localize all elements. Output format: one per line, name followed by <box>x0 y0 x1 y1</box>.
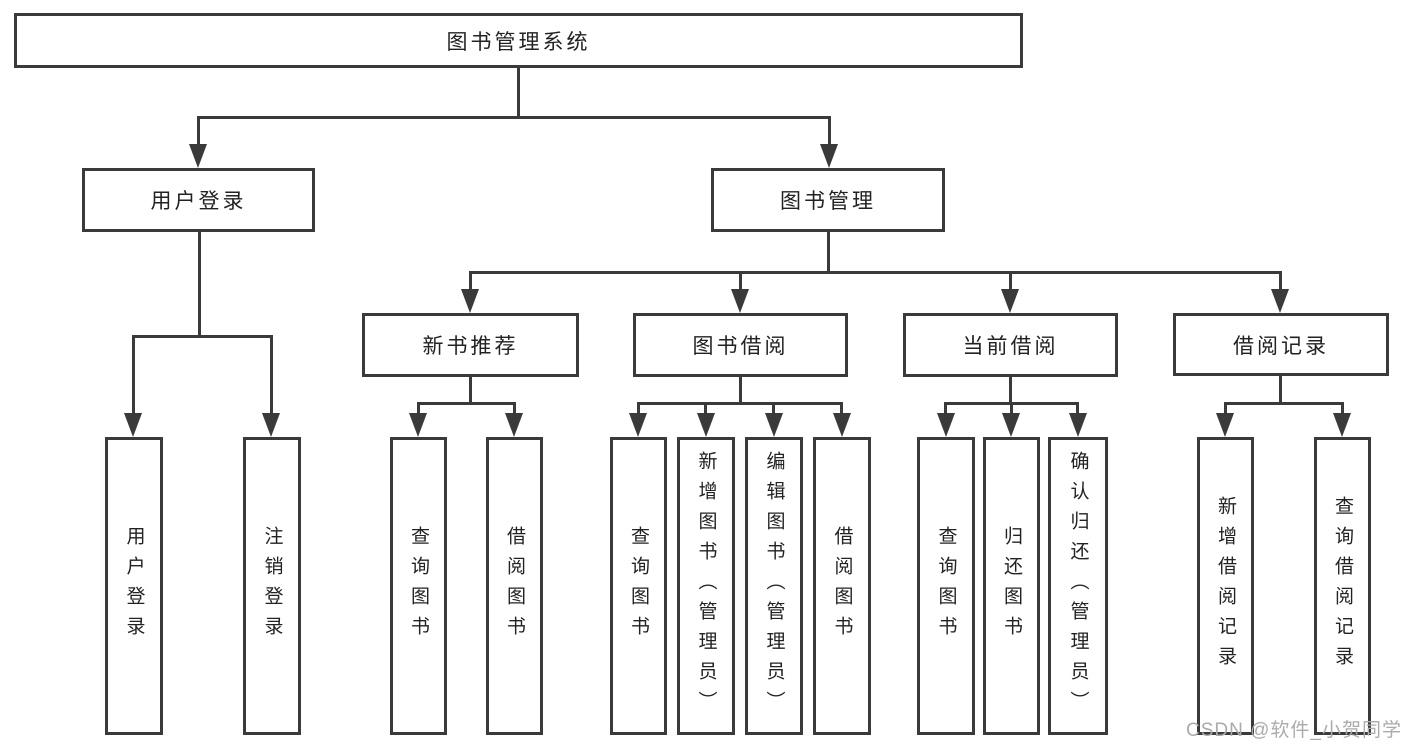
connector-newbook-hline <box>417 402 516 405</box>
leaf-cb-confirm-return-admin: 确认归还（管理员） <box>1048 437 1108 735</box>
node-book-borrowing: 图书借阅 <box>633 313 848 377</box>
node-current-borrowing: 当前借阅 <box>903 313 1118 377</box>
arrow-down <box>629 413 647 437</box>
connector-shaft <box>1009 271 1012 293</box>
leaf-logout: 注销登录 <box>243 437 301 735</box>
connector-newbook-vline <box>469 376 472 405</box>
connector-bookmgmt-vline <box>827 232 830 274</box>
connector-shaft <box>1076 402 1079 416</box>
leaf-cb-return-books: 归还图书 <box>983 437 1040 735</box>
connector-borrowrecord-hline <box>1224 402 1344 405</box>
connector-shaft <box>469 271 472 293</box>
arrow-down <box>697 413 715 437</box>
connector-currentborrow-vline <box>1009 376 1012 405</box>
node-book-management: 图书管理 <box>711 168 945 232</box>
leaf-nb-borrow-books: 借阅图书 <box>486 437 543 735</box>
connector-bookmgmt-hline <box>469 271 1282 274</box>
arrow-down <box>262 413 280 437</box>
arrow-down <box>1271 289 1289 313</box>
connector-bookborrow-vline <box>739 376 742 405</box>
csdn-watermark: CSDN @软件_小贺同学 <box>1186 720 1402 741</box>
connector-userlogin-hline <box>132 335 273 338</box>
node-user-login: 用户登录 <box>82 168 315 232</box>
connector-shaft <box>1341 402 1344 416</box>
arrow-down <box>731 289 749 313</box>
connector-shaft <box>513 402 516 416</box>
arrow-down <box>937 413 955 437</box>
arrow-down <box>1002 413 1020 437</box>
leaf-user-login: 用户登录 <box>105 437 163 735</box>
leaf-br-add-record: 新增借阅记录 <box>1197 437 1254 735</box>
arrow-down <box>820 144 838 168</box>
connector-shaft <box>772 402 775 416</box>
arrow-down <box>765 413 783 437</box>
leaf-bb-query-books: 查询图书 <box>610 437 667 735</box>
leaf-bb-add-books-admin: 新增图书（管理员） <box>677 437 735 735</box>
connector-borrowrecord-vline <box>1279 376 1282 405</box>
connector-shaft <box>197 116 200 148</box>
leaf-bb-borrow-books: 借阅图书 <box>813 437 871 735</box>
connector-shaft <box>944 402 947 416</box>
arrow-down <box>833 413 851 437</box>
connector-shaft <box>704 402 707 416</box>
node-library-system: 图书管理系统 <box>14 13 1023 68</box>
connector-bookborrow-hline <box>637 402 843 405</box>
leaf-cb-query-books: 查询图书 <box>917 437 975 735</box>
connector-root-hline <box>197 116 830 119</box>
arrow-down <box>124 413 142 437</box>
arrow-down <box>1333 413 1351 437</box>
connector-shaft <box>417 402 420 416</box>
connector-userlogin-vline <box>198 232 201 338</box>
arrow-down <box>1001 289 1019 313</box>
arrow-down <box>189 144 207 168</box>
arrow-down <box>1216 413 1234 437</box>
connector-shaft <box>840 402 843 416</box>
arrow-down <box>1069 413 1087 437</box>
arrow-down <box>409 413 427 437</box>
connector-shaft <box>132 335 135 416</box>
connector-root-vline <box>517 68 520 119</box>
leaf-nb-query-books: 查询图书 <box>390 437 447 735</box>
connector-shaft <box>1010 402 1013 416</box>
connector-shaft <box>828 116 831 148</box>
arrow-down <box>461 289 479 313</box>
node-borrow-records: 借阅记录 <box>1173 313 1389 376</box>
leaf-br-query-record: 查询借阅记录 <box>1314 437 1371 735</box>
connector-shaft <box>1279 271 1282 293</box>
connector-shaft <box>1224 402 1227 416</box>
connector-shaft <box>637 402 640 416</box>
arrow-down <box>505 413 523 437</box>
connector-shaft <box>270 335 273 416</box>
node-new-book-recommend: 新书推荐 <box>362 313 579 377</box>
connector-shaft <box>739 271 742 293</box>
leaf-bb-edit-books-admin: 编辑图书（管理员） <box>745 437 803 735</box>
